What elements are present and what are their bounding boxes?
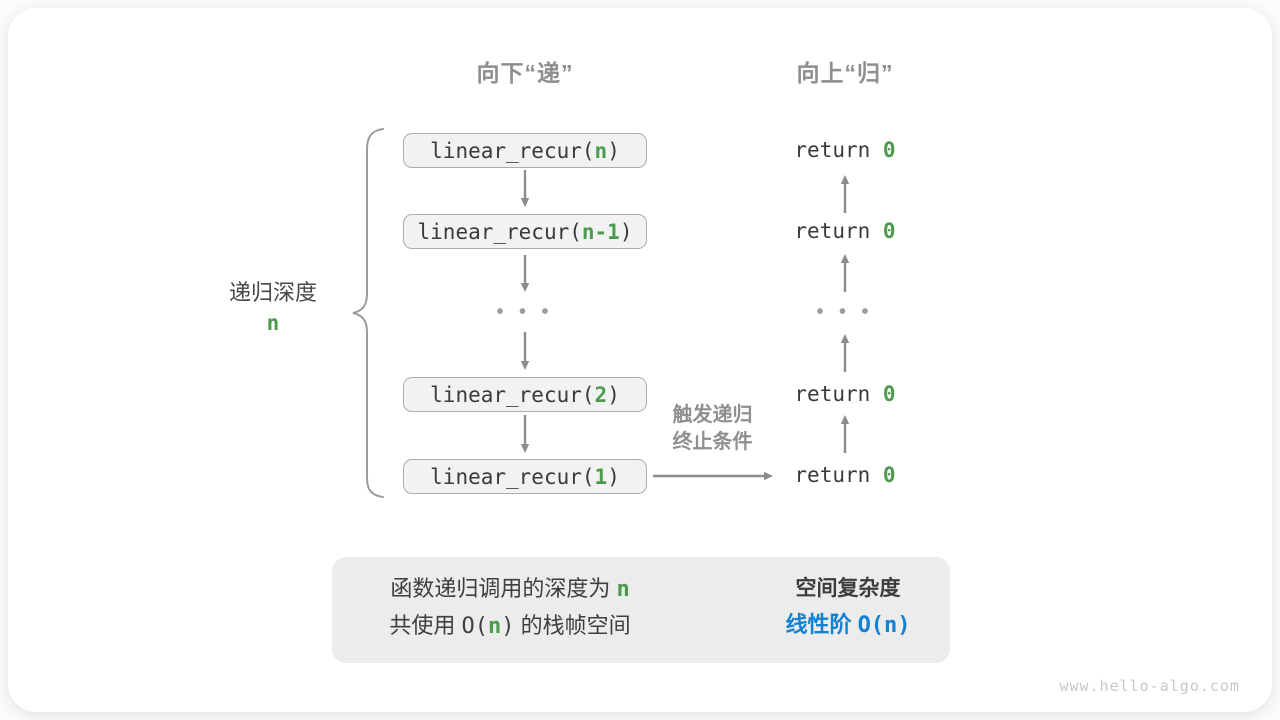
return-value: 0	[882, 138, 896, 162]
call-arg: 1	[594, 464, 608, 489]
return-value: 0	[882, 219, 896, 243]
summary-line2-post: 的栈帧空间	[514, 613, 631, 638]
call-pre: linear_recur(	[430, 464, 595, 489]
ellipsis-right: • • •	[816, 300, 874, 323]
summary-line2-pre: 共使用	[389, 613, 462, 638]
call-arg: n-1	[581, 219, 620, 244]
call-box-n-1: linear_recur(n-1)	[403, 214, 647, 249]
return-statement-1: return 0	[745, 137, 945, 163]
space-complexity-big-o: O(n)	[857, 613, 911, 638]
space-complexity-value: 线性阶 O(n)	[748, 607, 948, 644]
return-statement-2: return 0	[745, 218, 945, 244]
space-complexity-order: 线性阶	[785, 612, 858, 637]
recursion-depth-value: n	[266, 311, 280, 335]
call-pre: linear_recur(	[430, 138, 595, 163]
big-o-open: O(	[461, 614, 489, 639]
return-pre: return	[794, 138, 883, 162]
return-statement-4: return 0	[745, 462, 945, 488]
call-arg: n	[594, 138, 608, 163]
summary-line1-pre: 函数递归调用的深度为	[390, 576, 617, 601]
call-arg: 2	[594, 382, 608, 407]
ellipsis-left: • • •	[496, 300, 554, 323]
return-code: return 0	[794, 219, 895, 243]
big-o-close: )	[501, 614, 515, 639]
ascend-header: 向上“归”	[796, 60, 894, 86]
summary-line-1: 函数递归调用的深度为 n	[340, 571, 680, 608]
return-code: return 0	[794, 382, 895, 406]
call-code: linear_recur(n)	[430, 139, 620, 163]
recursion-depth: 递归深度 n	[193, 278, 353, 338]
return-pre: return	[794, 219, 883, 243]
call-pre: linear_recur(	[430, 382, 595, 407]
space-complexity-title: 空间复杂度	[795, 577, 901, 600]
summary-left-text: 函数递归调用的深度为 n 共使用 O(n) 的栈帧空间	[340, 571, 680, 645]
return-value: 0	[882, 463, 896, 487]
return-pre: return	[794, 463, 883, 487]
return-pre: return	[794, 382, 883, 406]
call-code: linear_recur(n-1)	[418, 220, 633, 244]
return-code: return 0	[794, 138, 895, 162]
watermark: www.hello-algo.com	[1059, 677, 1240, 695]
call-box-1: linear_recur(1)	[403, 459, 647, 494]
summary-line-2: 共使用 O(n) 的栈帧空间	[340, 608, 680, 645]
summary-right-text: 空间复杂度 线性阶 O(n)	[748, 571, 948, 644]
call-box-2: linear_recur(2)	[403, 377, 647, 412]
trigger-line-1: 触发递归	[672, 404, 753, 426]
call-post: )	[607, 382, 620, 407]
call-pre: linear_recur(	[417, 219, 582, 244]
call-post: )	[607, 138, 620, 163]
summary-line2-arg: n	[488, 614, 502, 639]
return-code: return 0	[794, 463, 895, 487]
descend-header: 向下“递”	[476, 60, 574, 86]
summary-panel	[332, 557, 950, 663]
trigger-condition-label: 触发递归 终止条件	[635, 402, 790, 456]
recursion-depth-label: 递归深度	[228, 280, 317, 305]
trigger-line-2: 终止条件	[672, 431, 753, 453]
return-statement-3: return 0	[745, 381, 945, 407]
return-value: 0	[882, 382, 896, 406]
call-code: linear_recur(1)	[430, 465, 620, 489]
summary-line1-arg: n	[616, 577, 630, 602]
call-box-n: linear_recur(n)	[403, 133, 647, 168]
call-post: )	[619, 219, 633, 244]
call-post: )	[607, 464, 620, 489]
call-code: linear_recur(2)	[430, 383, 620, 407]
